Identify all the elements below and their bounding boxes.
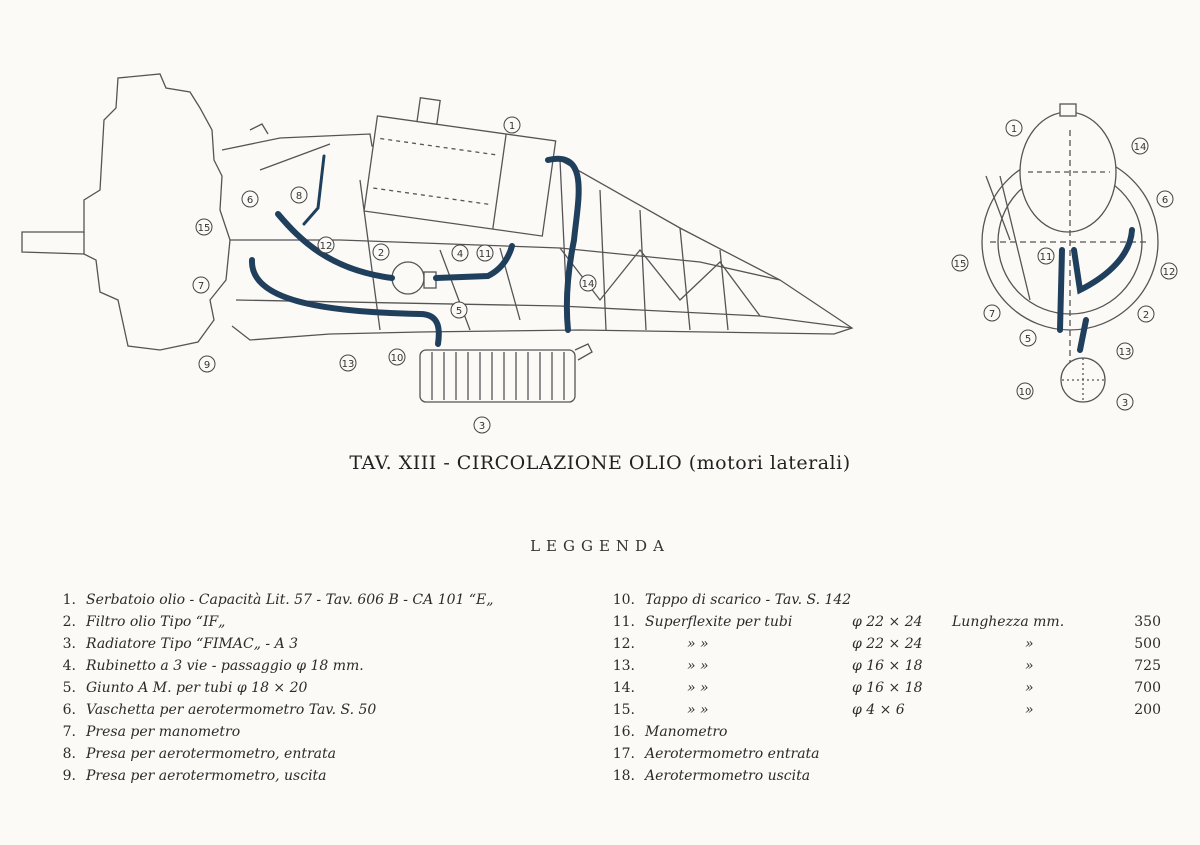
front-view xyxy=(981,103,1159,403)
legend-item: 17.Aerotermometro entrata xyxy=(612,746,820,762)
svg-text:14: 14 xyxy=(582,279,595,290)
svg-text:1: 1 xyxy=(1011,124,1017,135)
diagram-title: TAV. XIII - CIRCOLAZIONE OLIO (motori la… xyxy=(349,452,851,474)
callout-13: 13 xyxy=(339,354,357,372)
front-callout-13: 13 xyxy=(1116,342,1134,360)
callout-5: 5 xyxy=(450,301,468,319)
svg-text:8: 8 xyxy=(296,191,302,202)
front-callout-6: 6 xyxy=(1156,190,1174,208)
callout-10: 10 xyxy=(388,348,406,366)
svg-text:10: 10 xyxy=(1019,387,1032,398)
legend-item: 5.Giunto A M. per tubi φ 18 × 20 xyxy=(62,680,308,696)
svg-text:10: 10 xyxy=(391,353,404,364)
svg-text:5: 5 xyxy=(1025,334,1031,345)
hose-12 xyxy=(275,211,395,281)
nacelle-outline xyxy=(221,133,854,341)
svg-text:5: 5 xyxy=(456,306,462,317)
callout-15: 15 xyxy=(195,218,213,236)
front-callout-2: 2 xyxy=(1137,305,1155,323)
oil-radiator xyxy=(419,343,593,403)
legend-item: 1.Serbatoio olio - Capacità Lit. 57 - Ta… xyxy=(62,592,494,608)
callouts-front: 1 14 6 15 11 12 2 7 5 13 10 3 xyxy=(951,119,1178,411)
legend-item: 3.Radiatore Tipo “FIMAC„ - A 3 xyxy=(62,636,299,652)
svg-text:2: 2 xyxy=(378,248,384,259)
callout-7: 7 xyxy=(192,276,210,294)
legend-item: 2.Filtro olio Tipo “IF„ xyxy=(62,614,226,630)
callout-11: 11 xyxy=(476,244,494,262)
callout-3: 3 xyxy=(473,416,491,434)
callout-6: 6 xyxy=(241,190,259,208)
callout-1: 1 xyxy=(503,116,521,134)
front-callout-5: 5 xyxy=(1019,329,1037,347)
legend-item: 18.Aerotermometro uscita xyxy=(612,768,811,784)
oil-tank xyxy=(363,96,557,237)
callout-8: 8 xyxy=(290,186,308,204)
svg-text:3: 3 xyxy=(479,421,485,432)
legend-heading: LEGGENDA xyxy=(530,537,670,555)
oil-hoses xyxy=(248,154,1135,353)
hose-14 xyxy=(545,155,582,333)
front-callout-1: 1 xyxy=(1005,119,1023,137)
callout-9: 9 xyxy=(198,355,216,373)
callout-4: 4 xyxy=(451,244,469,262)
legend-item: 9.Presa per aerotermometro, uscita xyxy=(62,768,327,784)
front-callout-12: 12 xyxy=(1160,262,1178,280)
tube-row: 12. » » φ 22 × 24 » 500 xyxy=(612,636,1161,652)
svg-text:15: 15 xyxy=(954,259,967,270)
oil-circulation-diagram: 1 2 3 4 5 6 7 8 9 10 11 12 13 14 15 1 14… xyxy=(21,73,1178,434)
svg-text:1: 1 xyxy=(509,121,515,132)
svg-text:3: 3 xyxy=(1122,398,1128,409)
svg-text:9: 9 xyxy=(204,360,210,371)
hose-11 xyxy=(433,243,515,281)
svg-text:14: 14 xyxy=(1134,142,1147,153)
svg-text:13: 13 xyxy=(1119,347,1132,358)
callouts-side: 1 2 3 4 5 6 7 8 9 10 11 12 13 14 15 xyxy=(192,116,597,434)
svg-text:15: 15 xyxy=(198,223,211,234)
legend-left-column: 1.Serbatoio olio - Capacità Lit. 57 - Ta… xyxy=(48,589,588,787)
tube-row: 11. Superflexite per tubi φ 22 × 24 Lung… xyxy=(612,614,1161,630)
engine-outline xyxy=(21,73,231,351)
svg-text:11: 11 xyxy=(1040,252,1053,263)
svg-text:7: 7 xyxy=(198,281,204,292)
front-callout-3: 3 xyxy=(1116,393,1134,411)
tube-row: 14. » » φ 16 × 18 » 700 xyxy=(612,680,1161,696)
svg-text:6: 6 xyxy=(1162,195,1168,206)
tube-row: 13. » » φ 16 × 18 » 725 xyxy=(612,658,1161,674)
oil-filter xyxy=(391,261,425,295)
front-callout-14: 14 xyxy=(1131,137,1149,155)
front-callout-15: 15 xyxy=(951,254,969,272)
legend-item: 4.Rubinetto a 3 vie - passaggio φ 18 mm. xyxy=(62,658,364,674)
front-callout-11: 11 xyxy=(1037,247,1055,265)
callout-14: 14 xyxy=(579,274,597,292)
legend-item: 6.Vaschetta per aerotermometro Tav. S. 5… xyxy=(62,702,377,718)
legend-right-column: 10.Tappo di scarico - Tav. S. 142 11. Su… xyxy=(607,589,1167,787)
hose-13 xyxy=(248,257,442,347)
callout-2: 2 xyxy=(372,243,390,261)
front-callout-7: 7 xyxy=(983,304,1001,322)
svg-text:2: 2 xyxy=(1143,310,1149,321)
legend-item: 10.Tappo di scarico - Tav. S. 142 xyxy=(612,592,852,608)
svg-text:13: 13 xyxy=(342,359,355,370)
svg-text:11: 11 xyxy=(479,249,492,260)
svg-text:12: 12 xyxy=(320,241,333,252)
svg-text:12: 12 xyxy=(1163,267,1176,278)
tube-row: 15. » » φ 4 × 6 » 200 xyxy=(612,702,1161,718)
svg-text:4: 4 xyxy=(457,249,463,260)
callout-12: 12 xyxy=(317,236,335,254)
legend-item: 8.Presa per aerotermometro, entrata xyxy=(62,746,336,762)
front-callout-10: 10 xyxy=(1016,382,1034,400)
legend-item: 16.Manometro xyxy=(612,724,728,740)
svg-text:6: 6 xyxy=(247,195,253,206)
hose-front xyxy=(1057,227,1135,353)
svg-text:7: 7 xyxy=(989,309,995,320)
legend-item: 7.Presa per manometro xyxy=(62,724,241,740)
